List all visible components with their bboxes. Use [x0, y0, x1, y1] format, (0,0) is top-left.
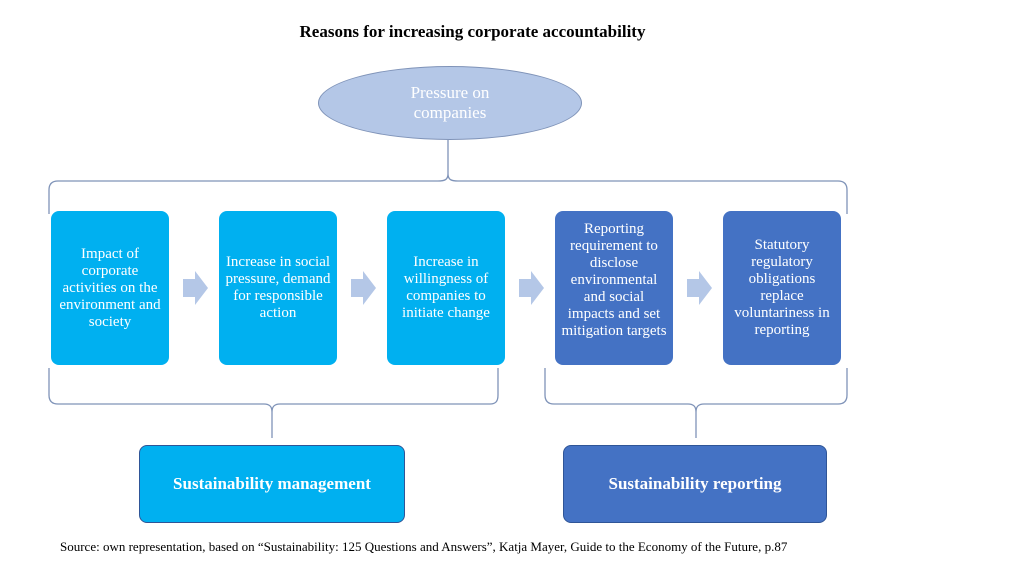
step-box-5: Statutory regulatory obligations replace…	[723, 211, 841, 365]
step-box-2: Increase in social pressure, demand for …	[219, 211, 337, 365]
step-box-4-text: Reporting requirement to disclose enviro…	[561, 221, 667, 339]
arrow-3-4	[519, 271, 544, 305]
sustainability-reporting-box: Sustainability reporting	[563, 445, 827, 523]
diagram-title: Reasons for increasing corporate account…	[299, 22, 646, 41]
sustainability-reporting-label: Sustainability reporting	[608, 474, 782, 493]
step-box-3: Increase in willingness of companies to …	[387, 211, 505, 365]
step-box-2-text: Increase in social pressure, demand for …	[225, 254, 331, 321]
pressure-node: Pressure on companies	[318, 66, 582, 140]
arrow-1-2	[183, 271, 208, 305]
management-brace	[48, 368, 499, 438]
step-box-5-text: Statutory regulatory obligations replace…	[734, 237, 830, 338]
sustainability-management-label: Sustainability management	[173, 474, 371, 493]
step-box-3-text: Increase in willingness of companies to …	[402, 254, 490, 321]
arrow-4-5	[687, 271, 712, 305]
step-box-4: Reporting requirement to disclose enviro…	[555, 211, 673, 365]
sustainability-management-box: Sustainability management	[139, 445, 405, 523]
top-bracket	[48, 140, 848, 214]
reporting-brace	[544, 368, 848, 438]
pressure-node-label: Pressure on companies	[410, 83, 490, 122]
source-note: Source: own representation, based on “Su…	[60, 539, 788, 554]
step-box-1-text: Impact of corporate activities on the en…	[59, 245, 161, 330]
step-box-1: Impact of corporate activities on the en…	[51, 211, 169, 365]
arrow-2-3	[351, 271, 376, 305]
